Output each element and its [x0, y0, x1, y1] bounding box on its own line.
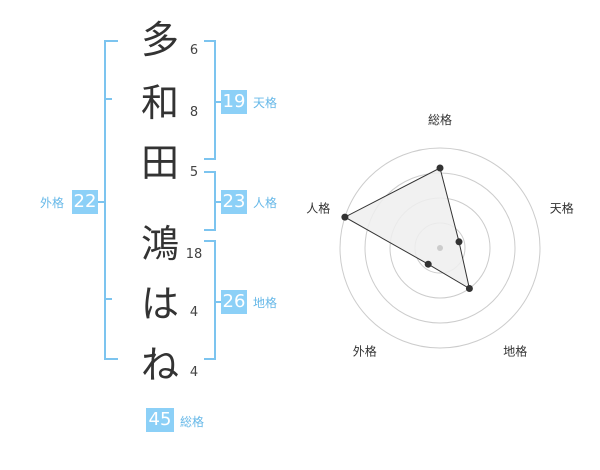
radar-series-area: [343, 167, 471, 290]
stroke-count-1: 6: [189, 43, 199, 58]
gaikaku-tick-2: [104, 298, 112, 300]
radar-point-2: [455, 238, 463, 246]
chikaku-score-badge: 26: [221, 290, 247, 314]
tenkaku-bracket-vertical: [214, 40, 216, 160]
gaikaku-connector: [98, 201, 106, 203]
tenkaku-label: 天格: [253, 96, 278, 110]
soukaku-score-badge: 45: [146, 408, 174, 432]
stroke-count-5: 4: [189, 305, 199, 320]
stroke-count-6: 4: [189, 365, 199, 380]
tenkaku-bracket-bottom: [204, 158, 216, 160]
stroke-count-2: 8: [189, 105, 199, 120]
gaikaku-tick-1: [104, 98, 112, 100]
radar-point-5: [341, 213, 349, 221]
name-char-2: 和: [140, 81, 179, 125]
radar-point-4: [424, 260, 432, 268]
radar-point-1: [436, 164, 444, 172]
gaikaku-bracket-bottom: [104, 358, 118, 360]
jinkaku-label: 人格: [253, 196, 278, 210]
gaikaku-bracket-top: [104, 40, 118, 42]
tenkaku-score-badge: 19: [221, 90, 247, 114]
radar-point-3: [465, 285, 473, 292]
radar-axis-label-2: 天格: [550, 200, 574, 215]
radar-axis-label-3: 地格: [503, 344, 527, 359]
name-char-1: 多: [140, 18, 179, 62]
radar-center-dot: [437, 245, 443, 251]
chikaku-label: 地格: [253, 296, 278, 310]
tenkaku-bracket-top: [204, 40, 216, 42]
chikaku-bracket-top: [204, 240, 216, 242]
name-char-6: ね: [140, 343, 179, 387]
chikaku-connector: [214, 301, 222, 303]
jinkaku-score-badge: 23: [221, 190, 247, 214]
chikaku-bracket-bottom: [204, 358, 216, 360]
radar-ring: [339, 147, 541, 349]
stroke-count-4: 18: [185, 247, 203, 262]
name-char-3: 田: [140, 141, 179, 185]
jinkaku-bracket-bottom: [204, 229, 216, 231]
jinkaku-bracket-top: [204, 171, 216, 173]
gaikaku-bracket-vertical: [104, 40, 106, 360]
radar-axis-label-5: 人格: [306, 200, 330, 215]
jinkaku-connector: [214, 201, 222, 203]
gaikaku-label: 外格: [40, 196, 65, 210]
name-char-5: は: [140, 282, 179, 326]
radar-axis-label-4: 外格: [353, 344, 377, 359]
soukaku-label: 総格: [180, 415, 205, 429]
chikaku-bracket-vertical: [214, 240, 216, 360]
radar-axis-label-1: 総格: [428, 112, 452, 127]
stroke-count-3: 5: [189, 165, 199, 180]
gaikaku-score-badge: 22: [72, 190, 98, 214]
name-char-4: 鴻: [140, 222, 179, 266]
tenkaku-connector: [214, 101, 222, 103]
